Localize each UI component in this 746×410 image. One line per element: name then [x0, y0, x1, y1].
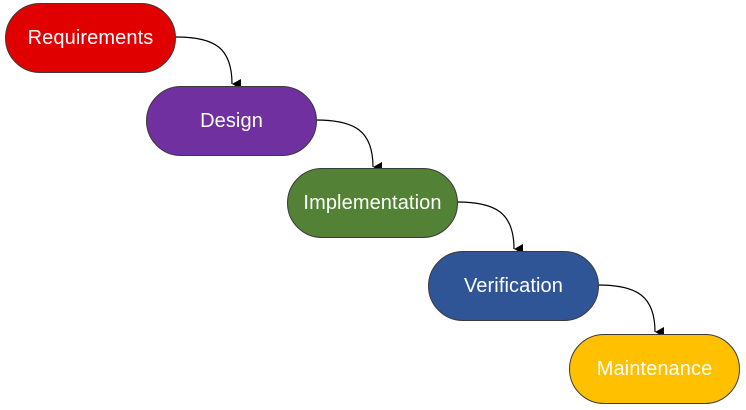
stage-label: Design — [200, 109, 263, 132]
stage-label: Implementation — [303, 191, 442, 214]
connector-implementation-to-verification — [456, 201, 524, 254]
stage-label: Requirements — [27, 26, 154, 49]
connector-design-to-implementation — [315, 119, 383, 172]
stage-design: Design — [146, 86, 317, 156]
stage-implementation: Implementation — [287, 168, 458, 238]
stage-verification: Verification — [428, 251, 599, 321]
stage-requirements: Requirements — [5, 3, 176, 73]
connector-verification-to-maintenance — [597, 284, 665, 337]
stage-label: Verification — [463, 274, 564, 297]
connector-requirements-to-design — [175, 36, 242, 89]
stage-maintenance: Maintenance — [569, 334, 740, 404]
stage-label: Maintenance — [596, 357, 713, 380]
